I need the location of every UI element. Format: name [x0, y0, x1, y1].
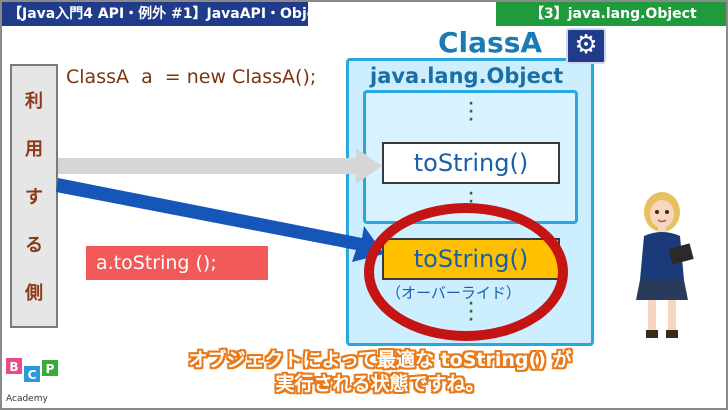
highlight-ring — [364, 203, 568, 341]
user-side-char: す — [25, 187, 43, 208]
logo-letter: B — [9, 360, 18, 374]
user-side-char: 側 — [25, 283, 43, 304]
logo-letter: P — [46, 362, 55, 376]
classA-title: ClassA — [438, 26, 543, 59]
ellipsis-dots-icon: ··· — [468, 96, 474, 128]
gear-icon[interactable]: ⚙ — [566, 28, 606, 64]
caption-line-1: オブジェクトによって最適な toString() が — [188, 349, 572, 371]
gray-arrow-icon — [58, 148, 382, 184]
caption: オブジェクトによって最適な toString() が 実行される状態ですね。 — [150, 348, 610, 396]
caption-line-2: 実行される状態ですね。 — [275, 373, 485, 395]
user-side-char: 用 — [25, 139, 43, 160]
user-side-char: る — [25, 235, 43, 256]
academy-logo: B C P — [6, 358, 58, 382]
logo-letter: C — [28, 368, 37, 382]
user-side-box: 利 用 す る 側 — [10, 64, 58, 328]
code-call: a.toString (); — [86, 246, 268, 280]
section-title: 【3】java.lang.Object — [496, 2, 726, 26]
tostring-original-box: toString() — [382, 142, 560, 184]
blue-arrow-icon — [56, 178, 384, 262]
logo-text: Academy — [6, 394, 48, 404]
presenter-character — [636, 192, 694, 338]
object-title: java.lang.Object — [370, 64, 564, 88]
user-side-char: 利 — [25, 91, 43, 112]
lesson-title: 【Java入門4 API・例外 #1】JavaAPI・Object — [2, 2, 331, 26]
code-declaration: ClassA a = new ClassA(); — [66, 66, 317, 88]
